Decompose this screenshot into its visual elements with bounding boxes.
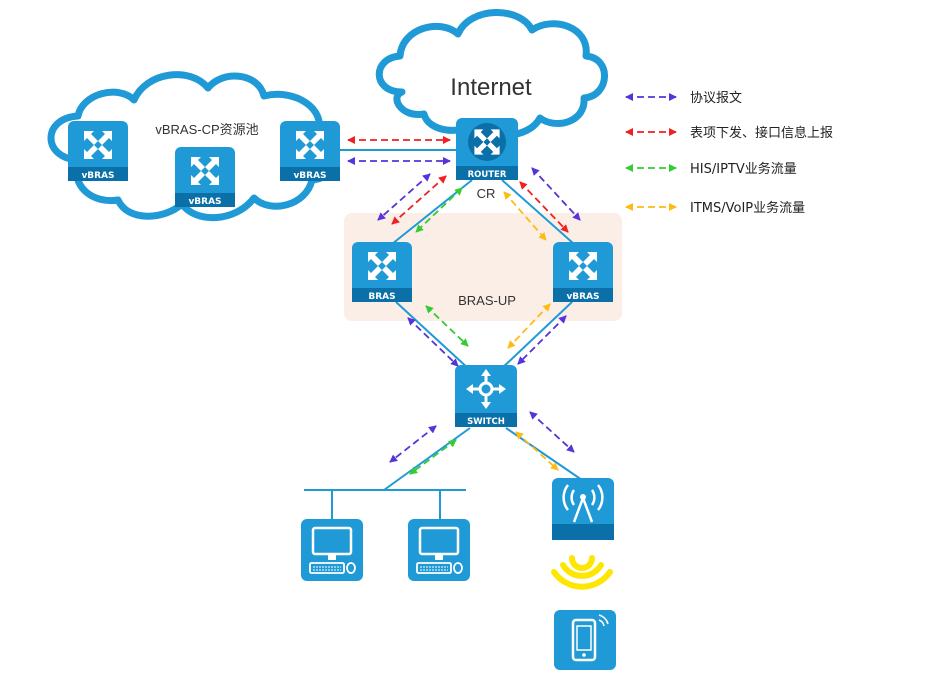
arrow-his-switch-lan: [409, 439, 457, 475]
switch-label: SWITCH: [467, 417, 505, 427]
cp-pool-label: vBRAS-CP资源池: [155, 122, 258, 137]
bras-left[interactable]: BRAS: [352, 242, 412, 302]
bras-right[interactable]: vBRAS: [553, 242, 613, 302]
bras-up-region: [344, 213, 622, 321]
arrow-protocol-bras-right-switch: [517, 315, 567, 365]
cp-vbras-center-label: vBRAS: [188, 197, 221, 207]
link-switch-ap: [505, 427, 583, 481]
traffic-arrows: [347, 136, 581, 475]
router-label: ROUTER: [468, 170, 507, 180]
pc-left[interactable]: [301, 519, 363, 581]
arrow-protocol-router-bras-right: [531, 167, 581, 221]
legend: 协议报文 表项下发、接口信息上报 HIS/IPTV业务流量 ITMS/VoIP业…: [625, 91, 833, 216]
arrow-protocol-switch-lan: [389, 425, 437, 463]
switch-arrows-icon: [466, 369, 506, 409]
legend-label-protocol: 协议报文: [690, 91, 742, 106]
legend-item-protocol: 协议报文: [625, 91, 742, 106]
arrow-protocol-bras-left-switch: [407, 317, 459, 367]
cp-vbras-right-label: vBRAS: [293, 171, 326, 181]
arrow-protocol-switch-ap: [529, 411, 575, 453]
wifi-tower-icon: [562, 484, 604, 523]
computer-icon: [416, 526, 463, 574]
router[interactable]: ROUTER: [456, 118, 518, 180]
legend-item-control: 表项下发、接口信息上报: [625, 125, 833, 141]
cp-vbras-right[interactable]: vBRAS: [280, 121, 340, 181]
legend-label-control: 表项下发、接口信息上报: [690, 125, 833, 141]
legend-item-itms-voip: ITMS/VoIP业务流量: [625, 200, 805, 216]
arrow-itms-bras-right-switch: [507, 303, 551, 349]
bras-up-label: BRAS-UP: [458, 293, 516, 308]
wireless-ap[interactable]: [552, 478, 614, 540]
cp-vbras-left[interactable]: vBRAS: [68, 121, 128, 181]
wifi-signal-icon: [551, 555, 613, 590]
legend-item-his-iptv: HIS/IPTV业务流量: [625, 161, 797, 177]
bras-right-label: vBRAS: [566, 292, 599, 302]
legend-label-itms-voip: ITMS/VoIP业务流量: [690, 200, 805, 216]
switch[interactable]: SWITCH: [455, 365, 517, 427]
cp-vbras-center[interactable]: vBRAS: [175, 147, 235, 207]
arrow-his-bras-left-switch: [425, 305, 469, 347]
mobile-phone[interactable]: [554, 610, 616, 670]
phone-icon: [571, 618, 597, 662]
arrow-itms-switch-ap: [515, 431, 559, 471]
link-switch-lan: [383, 427, 471, 491]
computer-icon: [309, 526, 356, 574]
pc-right[interactable]: [408, 519, 470, 581]
legend-label-his-iptv: HIS/IPTV业务流量: [690, 161, 797, 177]
internet-label: Internet: [450, 74, 532, 101]
cp-vbras-left-label: vBRAS: [81, 171, 114, 181]
cr-label: CR: [477, 186, 496, 201]
bras-left-label: BRAS: [368, 292, 395, 302]
